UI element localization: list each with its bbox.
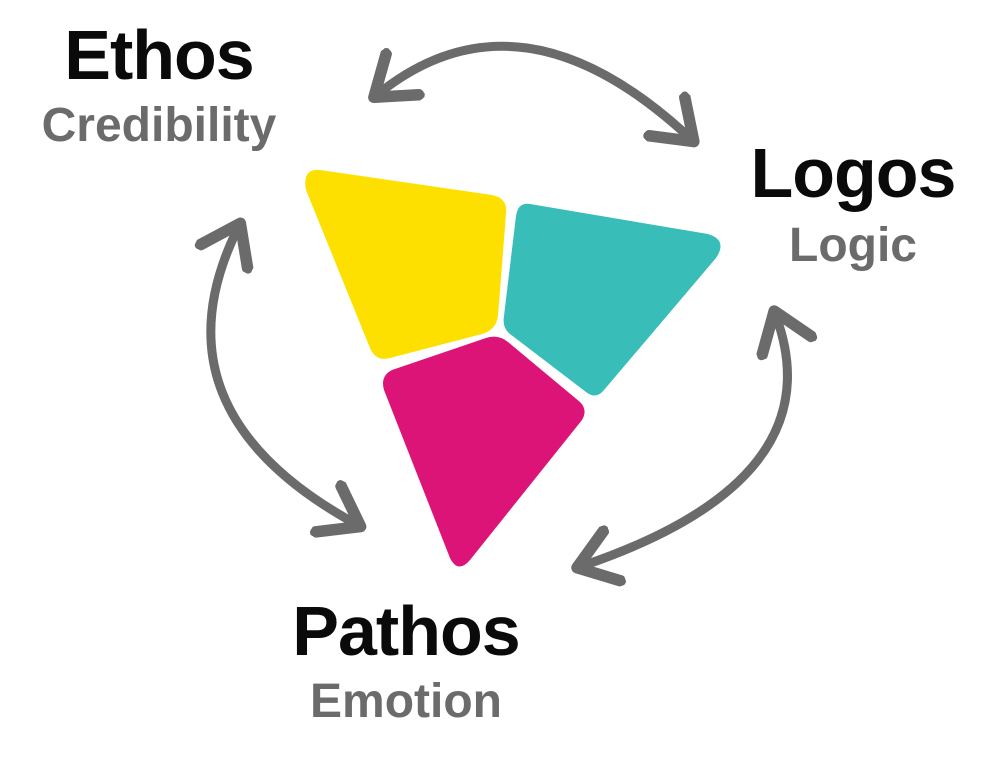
logos-meaning: Logic <box>789 219 917 272</box>
ethos-pathos-arrow <box>211 228 356 524</box>
pathos-meaning: Emotion <box>310 675 502 728</box>
ethos-term: Ethos <box>64 16 254 94</box>
logos-label-group: Logos Logic <box>730 138 976 270</box>
ethos-meaning: Credibility <box>41 99 277 152</box>
ethos-label-group: Ethos Credibility <box>6 20 312 150</box>
logos-segment <box>503 203 721 396</box>
logos-term: Logos <box>750 134 957 212</box>
pathos-term: Pathos <box>292 592 520 670</box>
pathos-segment <box>383 336 585 567</box>
pathos-label-group: Pathos Emotion <box>248 596 564 726</box>
ethos-segment <box>305 169 507 359</box>
logos-pathos-arrow <box>582 316 787 566</box>
ethos-logos-arrow <box>378 41 690 138</box>
